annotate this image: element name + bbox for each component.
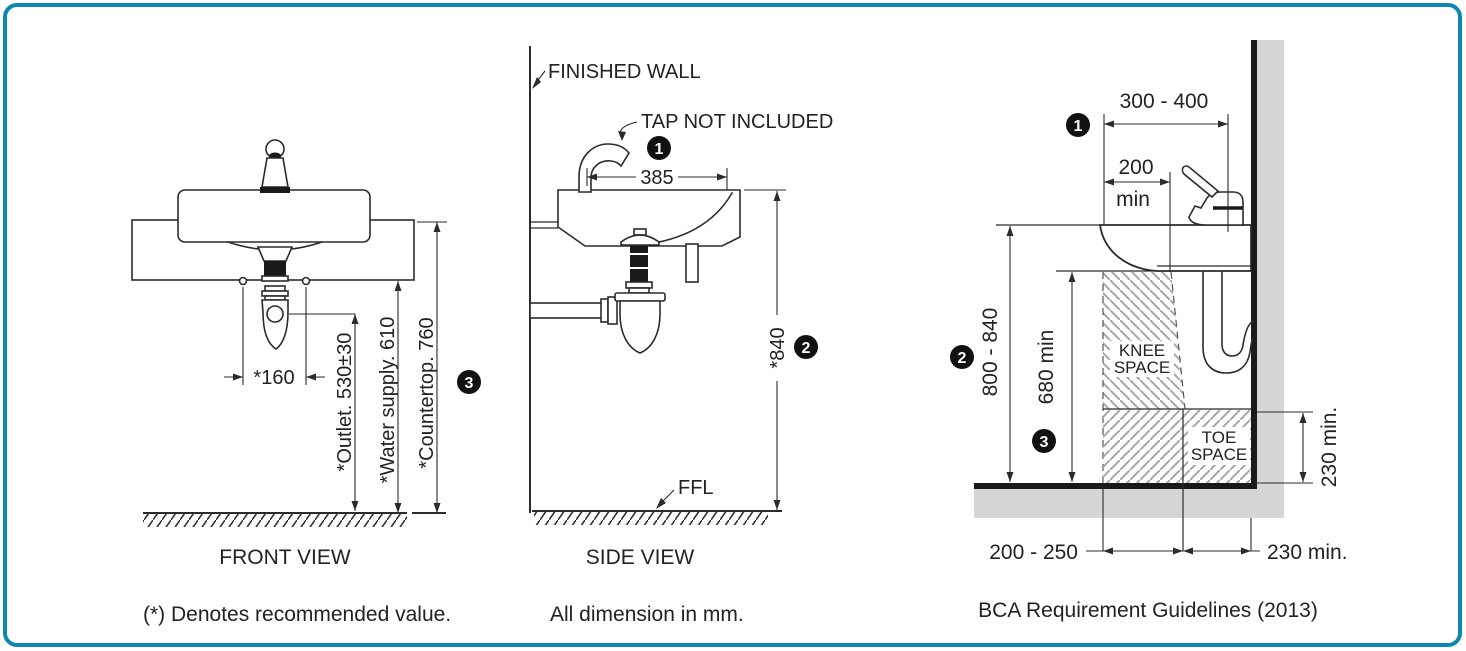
dim-toe-height-label: 230 min. [1318, 407, 1341, 488]
badge-tap-side: 1 [647, 136, 671, 160]
badge-countertop: 3 [457, 370, 481, 394]
badge-bca-knee-number: 3 [1040, 434, 1049, 451]
badge-rim-height-side-number: 2 [802, 340, 811, 357]
dim-rim-height-label: *840 [767, 327, 789, 368]
dim-basin-depth-range-label: 300 - 400 [1120, 90, 1209, 113]
side-wall-pipe [529, 296, 618, 325]
dim-basin-depth-range: 300 - 400 [1103, 90, 1229, 232]
front-view-note: (*) Denotes recommended value. [143, 603, 451, 626]
dim-rim-height: *840 [744, 189, 789, 510]
dim-knee-height-label: 680 min [1035, 330, 1058, 405]
badge-countertop-number: 3 [465, 375, 474, 392]
side-bracket [530, 221, 558, 229]
knee-space-label-line2: SPACE [1114, 358, 1170, 377]
badge-bca-top: 1 [1066, 113, 1090, 137]
front-tap [260, 139, 290, 193]
dim-countertop-label: *Countertop. 760 [416, 317, 438, 468]
front-basin [177, 189, 371, 243]
dim-knee-height: 680 min [1035, 272, 1076, 482]
bca-view: KNEE SPACE TOE SPACE [950, 40, 1348, 622]
dim-outlet: *Outlet. 530±30 [289, 313, 359, 511]
side-basin [557, 189, 741, 247]
dim-basin-width: 385 [586, 167, 728, 190]
ffl-callout: FFL [656, 477, 714, 509]
dim-water-supply-label: *Water supply. 610 [377, 317, 399, 484]
dim-drain-offset: *160 [224, 287, 325, 389]
dim-rim-range-label: 800 - 840 [979, 308, 1002, 397]
dim-countertop: *Countertop. 760 [416, 221, 447, 513]
toe-space: TOE SPACE [1103, 408, 1251, 551]
tap-not-included-label: TAP NOT INCLUDED [641, 111, 833, 133]
bca-floor-slab [974, 489, 1284, 518]
front-drain-trap [256, 246, 294, 350]
front-view-caption: FRONT VIEW [219, 546, 351, 569]
figure-border [3, 3, 1462, 647]
dim-water-supply: *Water supply. 610 [377, 281, 402, 513]
toe-space-label-line1: TOE [1202, 428, 1237, 447]
bca-trap [1202, 271, 1255, 374]
bca-caption: BCA Requirement Guidelines (2013) [978, 599, 1318, 622]
toe-space-label-line2: SPACE [1191, 445, 1247, 464]
tap-not-included-callout: TAP NOT INCLUDED [618, 111, 833, 141]
bca-tap [1181, 165, 1244, 226]
bca-basin [996, 224, 1252, 272]
dim-clear-space-unit: min [1116, 188, 1150, 211]
front-hole-left [238, 276, 248, 286]
dim-knee-depth-label: 200 - 250 [989, 541, 1078, 564]
side-view: FINISHED WALL TAP NOT INCLUDED 1 [529, 46, 833, 626]
front-view: *160 *Outlet. 530±30 *Water supply. 610 [131, 139, 481, 626]
side-view-caption: SIDE VIEW [586, 546, 695, 569]
badge-bca-rim: 2 [950, 345, 974, 369]
dim-clear-space-value: 200 [1118, 156, 1153, 179]
bca-wall-plaster [1257, 40, 1284, 518]
badge-tap-side-number: 1 [655, 141, 664, 158]
dim-drain-offset-label: *160 [253, 367, 294, 389]
side-view-note: All dimension in mm. [550, 603, 744, 626]
dim-toe-depth: 230 min. [1183, 541, 1348, 564]
front-ground [143, 512, 446, 527]
side-overflow-tube [685, 243, 699, 283]
dim-knee-depth: 200 - 250 [989, 489, 1252, 564]
dim-toe-height: 230 min. [1257, 407, 1341, 488]
dim-basin-width-label: 385 [640, 167, 673, 189]
badge-bca-knee: 3 [1032, 429, 1056, 453]
finished-wall-label: FINISHED WALL [548, 61, 701, 83]
finished-wall-callout: FINISHED WALL [532, 61, 701, 89]
front-hole-right [301, 276, 311, 286]
dim-clear-space: 200 min [1104, 156, 1171, 271]
dim-rim-range: 800 - 840 [979, 226, 1014, 482]
badge-bca-top-number: 1 [1074, 118, 1083, 135]
side-tap-spout [578, 143, 630, 193]
dim-toe-depth-label: 230 min. [1267, 541, 1348, 564]
ffl-label: FFL [678, 477, 714, 499]
knee-space: KNEE SPACE [1056, 270, 1186, 483]
badge-bca-rim-number: 2 [958, 350, 967, 367]
badge-rim-height-side: 2 [794, 335, 818, 359]
knee-space-label-line1: KNEE [1119, 341, 1165, 360]
side-ground [532, 510, 782, 525]
side-drain-trap [614, 228, 666, 354]
bca-floor-line [974, 483, 1257, 489]
bca-wall-line [1251, 40, 1257, 489]
dim-outlet-label: *Outlet. 530±30 [334, 333, 356, 472]
